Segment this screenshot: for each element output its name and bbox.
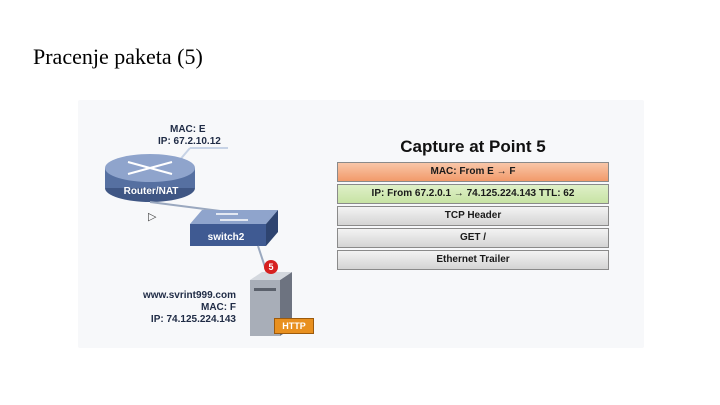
server-mac: MAC: F [201,302,236,313]
mouse-cursor-icon: ▷ [148,211,157,223]
switch-front-shape [190,224,266,246]
router-mac: MAC: E [170,124,206,135]
server-slot-shape [254,288,276,291]
switch-label: switch2 [207,232,245,243]
capture-row-tcp: TCP Header [337,206,609,226]
server-top-shape [250,272,292,280]
router-arrows-icon [127,161,173,175]
network-drawing [105,147,292,336]
switch-arrows-icon [216,213,248,221]
server-host: www.svrint999.com [143,290,236,301]
slide-title: Pracenje paketa (5) [33,44,203,69]
capture-title: Capture at Point 5 [400,137,546,156]
switch-side-shape [266,210,278,246]
capture-row-mac: MAC: From E → F [337,162,609,182]
capture-row-get: GET / [337,228,609,248]
switch-top-shape [190,210,278,224]
capture-point-marker: 5 [264,260,278,274]
capture-row-ethernet-trailer: Ethernet Trailer [337,250,609,270]
router-ip: IP: 67.2.10.12 [158,136,221,147]
router-info: MAC: E IP: 67.2.10.12 [158,124,221,148]
server-ip: IP: 74.125.224.143 [150,314,236,325]
server-info: www.svrint999.com MAC: F IP: 74.125.224.… [132,290,236,326]
capture-row-ip: IP: From 67.2.0.1 → 74.125.224.143 TTL: … [337,184,609,204]
router-label: Router/NAT [123,186,179,197]
network-diagram: MAC: E IP: 67.2.10.12 Router/NAT switch2… [78,100,644,348]
http-badge: HTTP [274,318,314,334]
